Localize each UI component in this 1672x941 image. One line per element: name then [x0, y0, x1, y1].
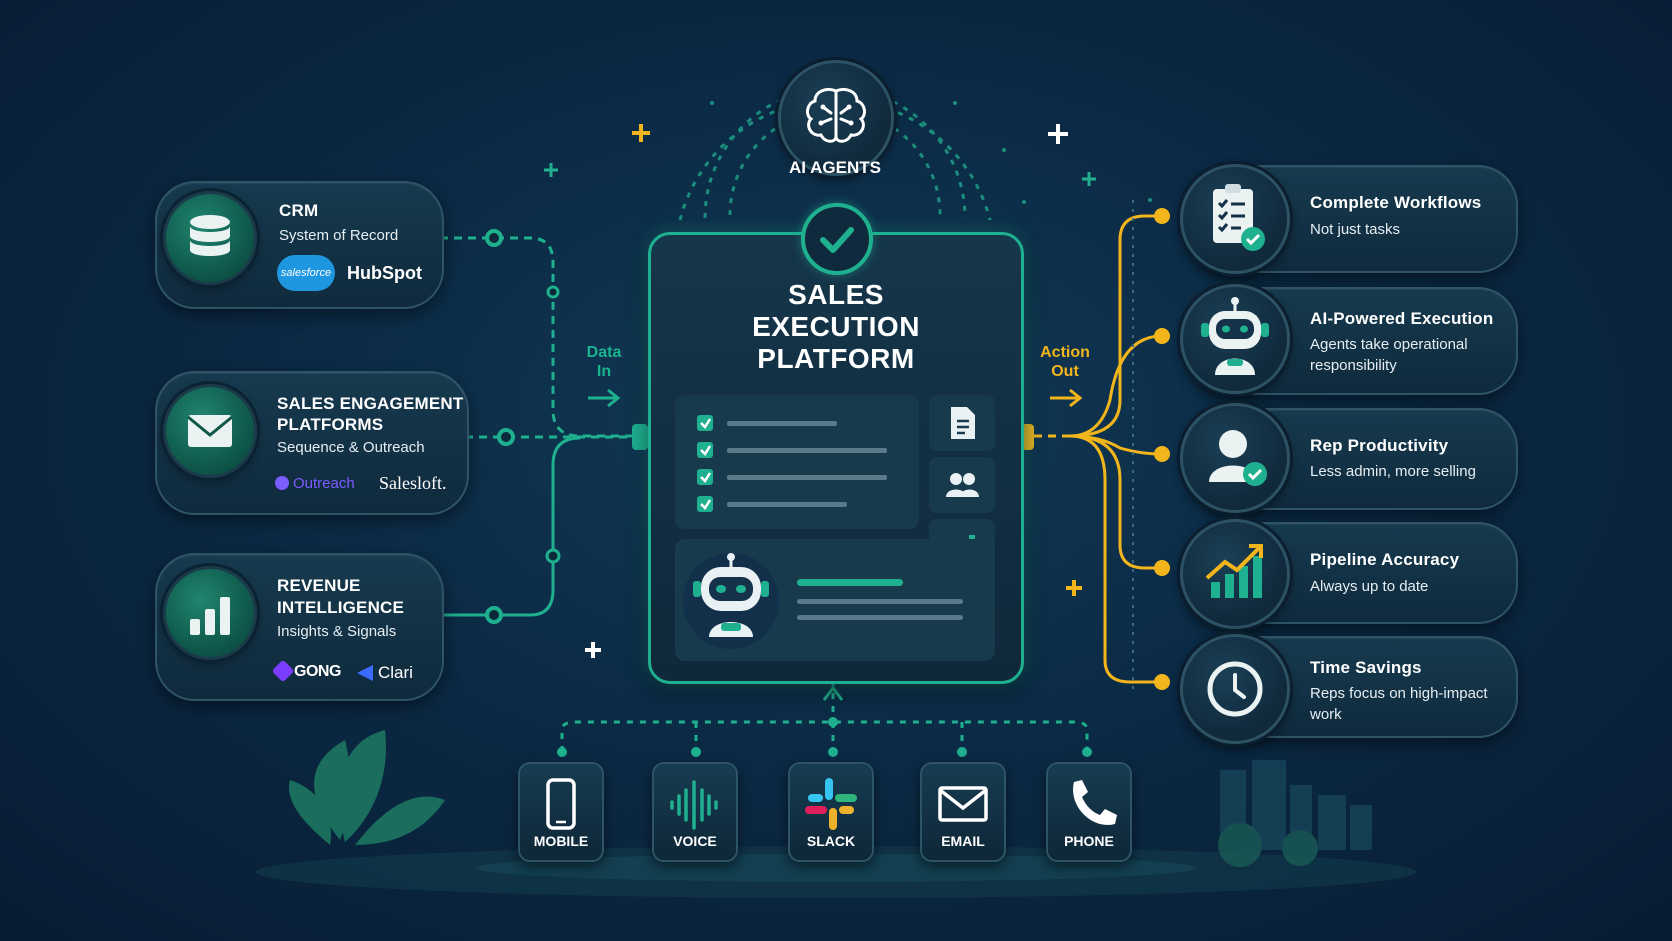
channel-label: EMAIL	[941, 833, 985, 849]
outcome-title: AI-Powered Execution	[1310, 309, 1494, 328]
input-subtitle: Sequence & Outreach	[277, 439, 425, 456]
check-item	[697, 469, 887, 485]
connector-node	[485, 606, 503, 624]
outcome-desc: Always up to date	[1310, 578, 1429, 595]
channel-slack[interactable]: SLACK	[788, 762, 874, 862]
brand-logo-hubspot: HubSpot	[347, 263, 422, 283]
channel-label: PHONE	[1064, 833, 1114, 849]
input-subtitle: System of Record	[279, 227, 399, 244]
check-item	[697, 496, 847, 512]
channel-label: VOICE	[673, 833, 717, 849]
trend-up-icon	[1205, 544, 1263, 598]
outcome-icon-circle	[1180, 284, 1290, 394]
checklist-icon	[1213, 184, 1265, 251]
input-subtitle: Insights & Signals	[277, 623, 397, 640]
user-check-icon	[1209, 430, 1267, 486]
crm-icon-circle	[163, 191, 257, 285]
brand-logo-clari: Clari	[357, 663, 413, 683]
outcome-title: Complete Workflows	[1310, 193, 1482, 212]
check-item	[697, 415, 837, 431]
slack-icon	[805, 778, 857, 830]
output-node	[1154, 208, 1170, 224]
email-icon	[938, 786, 988, 822]
check-icon	[820, 227, 854, 253]
connector-node	[497, 428, 515, 446]
outcome-icon-circle	[1180, 519, 1290, 629]
output-node	[1154, 328, 1170, 344]
outcome-desc: Agents take operational responsibility	[1310, 336, 1468, 374]
sparkle-decoration	[544, 124, 1096, 658]
city-decoration	[1218, 760, 1372, 867]
check-item	[697, 442, 887, 458]
input-title: SALES ENGAGEMENT PLATFORMS	[277, 394, 464, 434]
brand-logo-gong: GONG	[271, 659, 341, 683]
sales-execution-platform-panel: SALES EXECUTION PLATFORM	[648, 232, 1024, 684]
channel-voice[interactable]: VOICE	[652, 762, 738, 862]
action-out-connectors	[1034, 214, 1163, 684]
action-out-arrow	[1050, 388, 1083, 408]
bar-chart-icon	[190, 597, 230, 635]
envelope-icon	[187, 415, 233, 447]
platform-check-badge	[801, 203, 873, 275]
data-in-arrow	[588, 388, 621, 408]
input-title: REVENUE INTELLIGENCE	[277, 576, 405, 617]
output-node	[1154, 560, 1170, 576]
outcome-icon-circle	[1180, 403, 1290, 513]
brain-icon	[806, 87, 866, 143]
plant-decoration	[289, 730, 445, 845]
input-port	[632, 424, 648, 450]
connector-node	[546, 285, 560, 299]
outcome-title: Pipeline Accuracy	[1310, 550, 1460, 569]
action-out-label: Action Out	[1040, 344, 1090, 380]
input-title: CRM	[279, 201, 319, 220]
robot-icon	[683, 553, 779, 649]
document-icon	[951, 407, 975, 439]
brand-logo-salesloft: Salesloft.	[379, 473, 447, 493]
team-tile	[929, 457, 995, 513]
ai-agents-badge	[778, 60, 894, 176]
agent-activity-widget	[675, 539, 995, 661]
revenue-intelligence-icon-circle	[163, 566, 257, 660]
channel-bus	[560, 680, 1089, 752]
mobile-icon	[546, 778, 576, 830]
clock-icon	[1207, 661, 1263, 717]
robot-icon	[1201, 297, 1269, 375]
voice-wave-icon	[670, 780, 718, 830]
ai-agents-label: AI AGENTS	[789, 158, 881, 177]
checklist-widget	[675, 395, 919, 529]
channel-label: SLACK	[806, 833, 856, 849]
outcome-desc: Reps focus on high-impact work	[1310, 685, 1488, 723]
connector-node	[485, 229, 503, 247]
outcome-icon-circle	[1180, 634, 1290, 744]
sales-engagement-icon-circle	[163, 384, 257, 478]
platform-title: SALES EXECUTION PLATFORM	[752, 279, 920, 374]
phone-icon	[1073, 780, 1117, 825]
outcome-icon-circle	[1180, 164, 1290, 274]
output-node	[1154, 446, 1170, 462]
users-icon	[946, 473, 979, 497]
data-in-label: Data In	[586, 344, 622, 380]
output-node	[1154, 674, 1170, 690]
outcome-title: Time Savings	[1310, 658, 1422, 677]
brand-logo-outreach: Outreach	[275, 475, 355, 492]
document-tile	[929, 395, 995, 451]
channel-phone[interactable]: PHONE	[1046, 762, 1132, 862]
data-in-connectors	[440, 236, 648, 617]
connector-node	[545, 548, 561, 564]
database-icon	[190, 215, 230, 256]
channel-label: MOBILE	[533, 833, 589, 849]
channel-mobile[interactable]: MOBILE	[518, 762, 604, 862]
outcome-desc: Less admin, more selling	[1310, 463, 1476, 480]
outcome-title: Rep Productivity	[1310, 436, 1449, 455]
channel-email[interactable]: EMAIL	[920, 762, 1006, 862]
outcome-desc: Not just tasks	[1310, 221, 1401, 238]
brand-logo-salesforce: salesforce	[277, 255, 335, 291]
